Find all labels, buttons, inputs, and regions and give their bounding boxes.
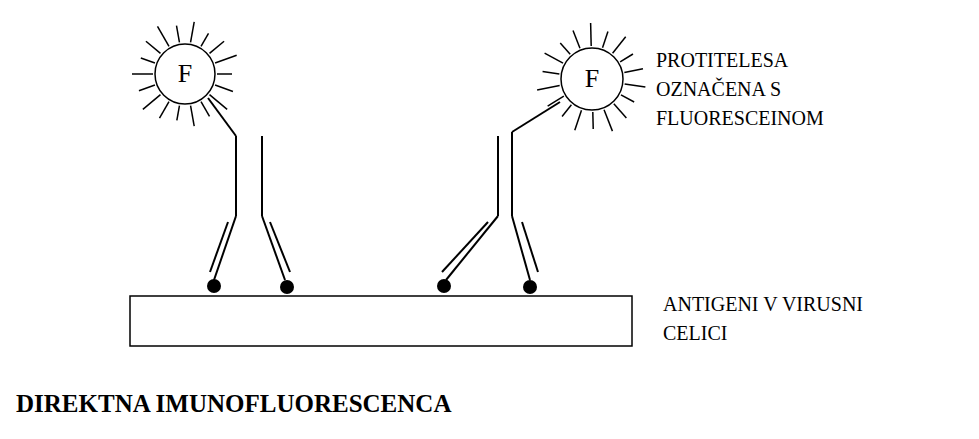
fluorescence-rays (132, 22, 645, 131)
circle-shape (561, 48, 623, 110)
ray (562, 105, 571, 117)
virus-cell (130, 296, 632, 346)
ray (590, 23, 592, 46)
ray (621, 95, 634, 102)
ray (215, 85, 233, 91)
antigen-dots (207, 279, 537, 294)
ray (177, 106, 180, 121)
ray (545, 53, 563, 63)
ray (625, 84, 646, 87)
ray (575, 110, 582, 130)
ray (620, 54, 633, 62)
ray (201, 33, 209, 46)
ray (191, 106, 195, 127)
antibody-right (442, 102, 560, 280)
ray (624, 69, 643, 73)
ray (141, 58, 155, 63)
ray (604, 110, 612, 131)
ray (160, 102, 170, 118)
ray (217, 73, 232, 75)
ray (158, 26, 170, 46)
ray (201, 102, 210, 117)
ray (560, 43, 570, 54)
ray (215, 55, 237, 63)
ray (210, 95, 228, 110)
ray (146, 41, 161, 53)
ray (210, 41, 225, 53)
ray (548, 96, 564, 106)
ray (132, 73, 153, 75)
annotation-label: ANTIGENI V VIRUSNI CELICI (663, 290, 923, 348)
ray (543, 72, 560, 75)
fluorescein-circle: F (560, 47, 624, 111)
figure-caption: DIREKTNA IMUNOFLUORESCENCA (16, 390, 451, 418)
ray (603, 32, 608, 48)
ray (592, 112, 594, 129)
ray (176, 26, 179, 43)
ray (573, 31, 580, 49)
fluorescein-letter: F (178, 61, 192, 87)
fluorescein-circle: F (154, 43, 216, 105)
ray (537, 86, 560, 91)
ray (143, 95, 161, 110)
annotation-label: PROTITELESA OZNAČENA S FLUORESCEINOM (656, 46, 861, 133)
ray (191, 22, 195, 43)
ray (139, 85, 155, 91)
fluorescein-letter: F (585, 66, 599, 92)
circle-shape (155, 44, 215, 104)
antibody-left (208, 98, 290, 280)
ray (614, 104, 627, 118)
ray (613, 37, 626, 53)
